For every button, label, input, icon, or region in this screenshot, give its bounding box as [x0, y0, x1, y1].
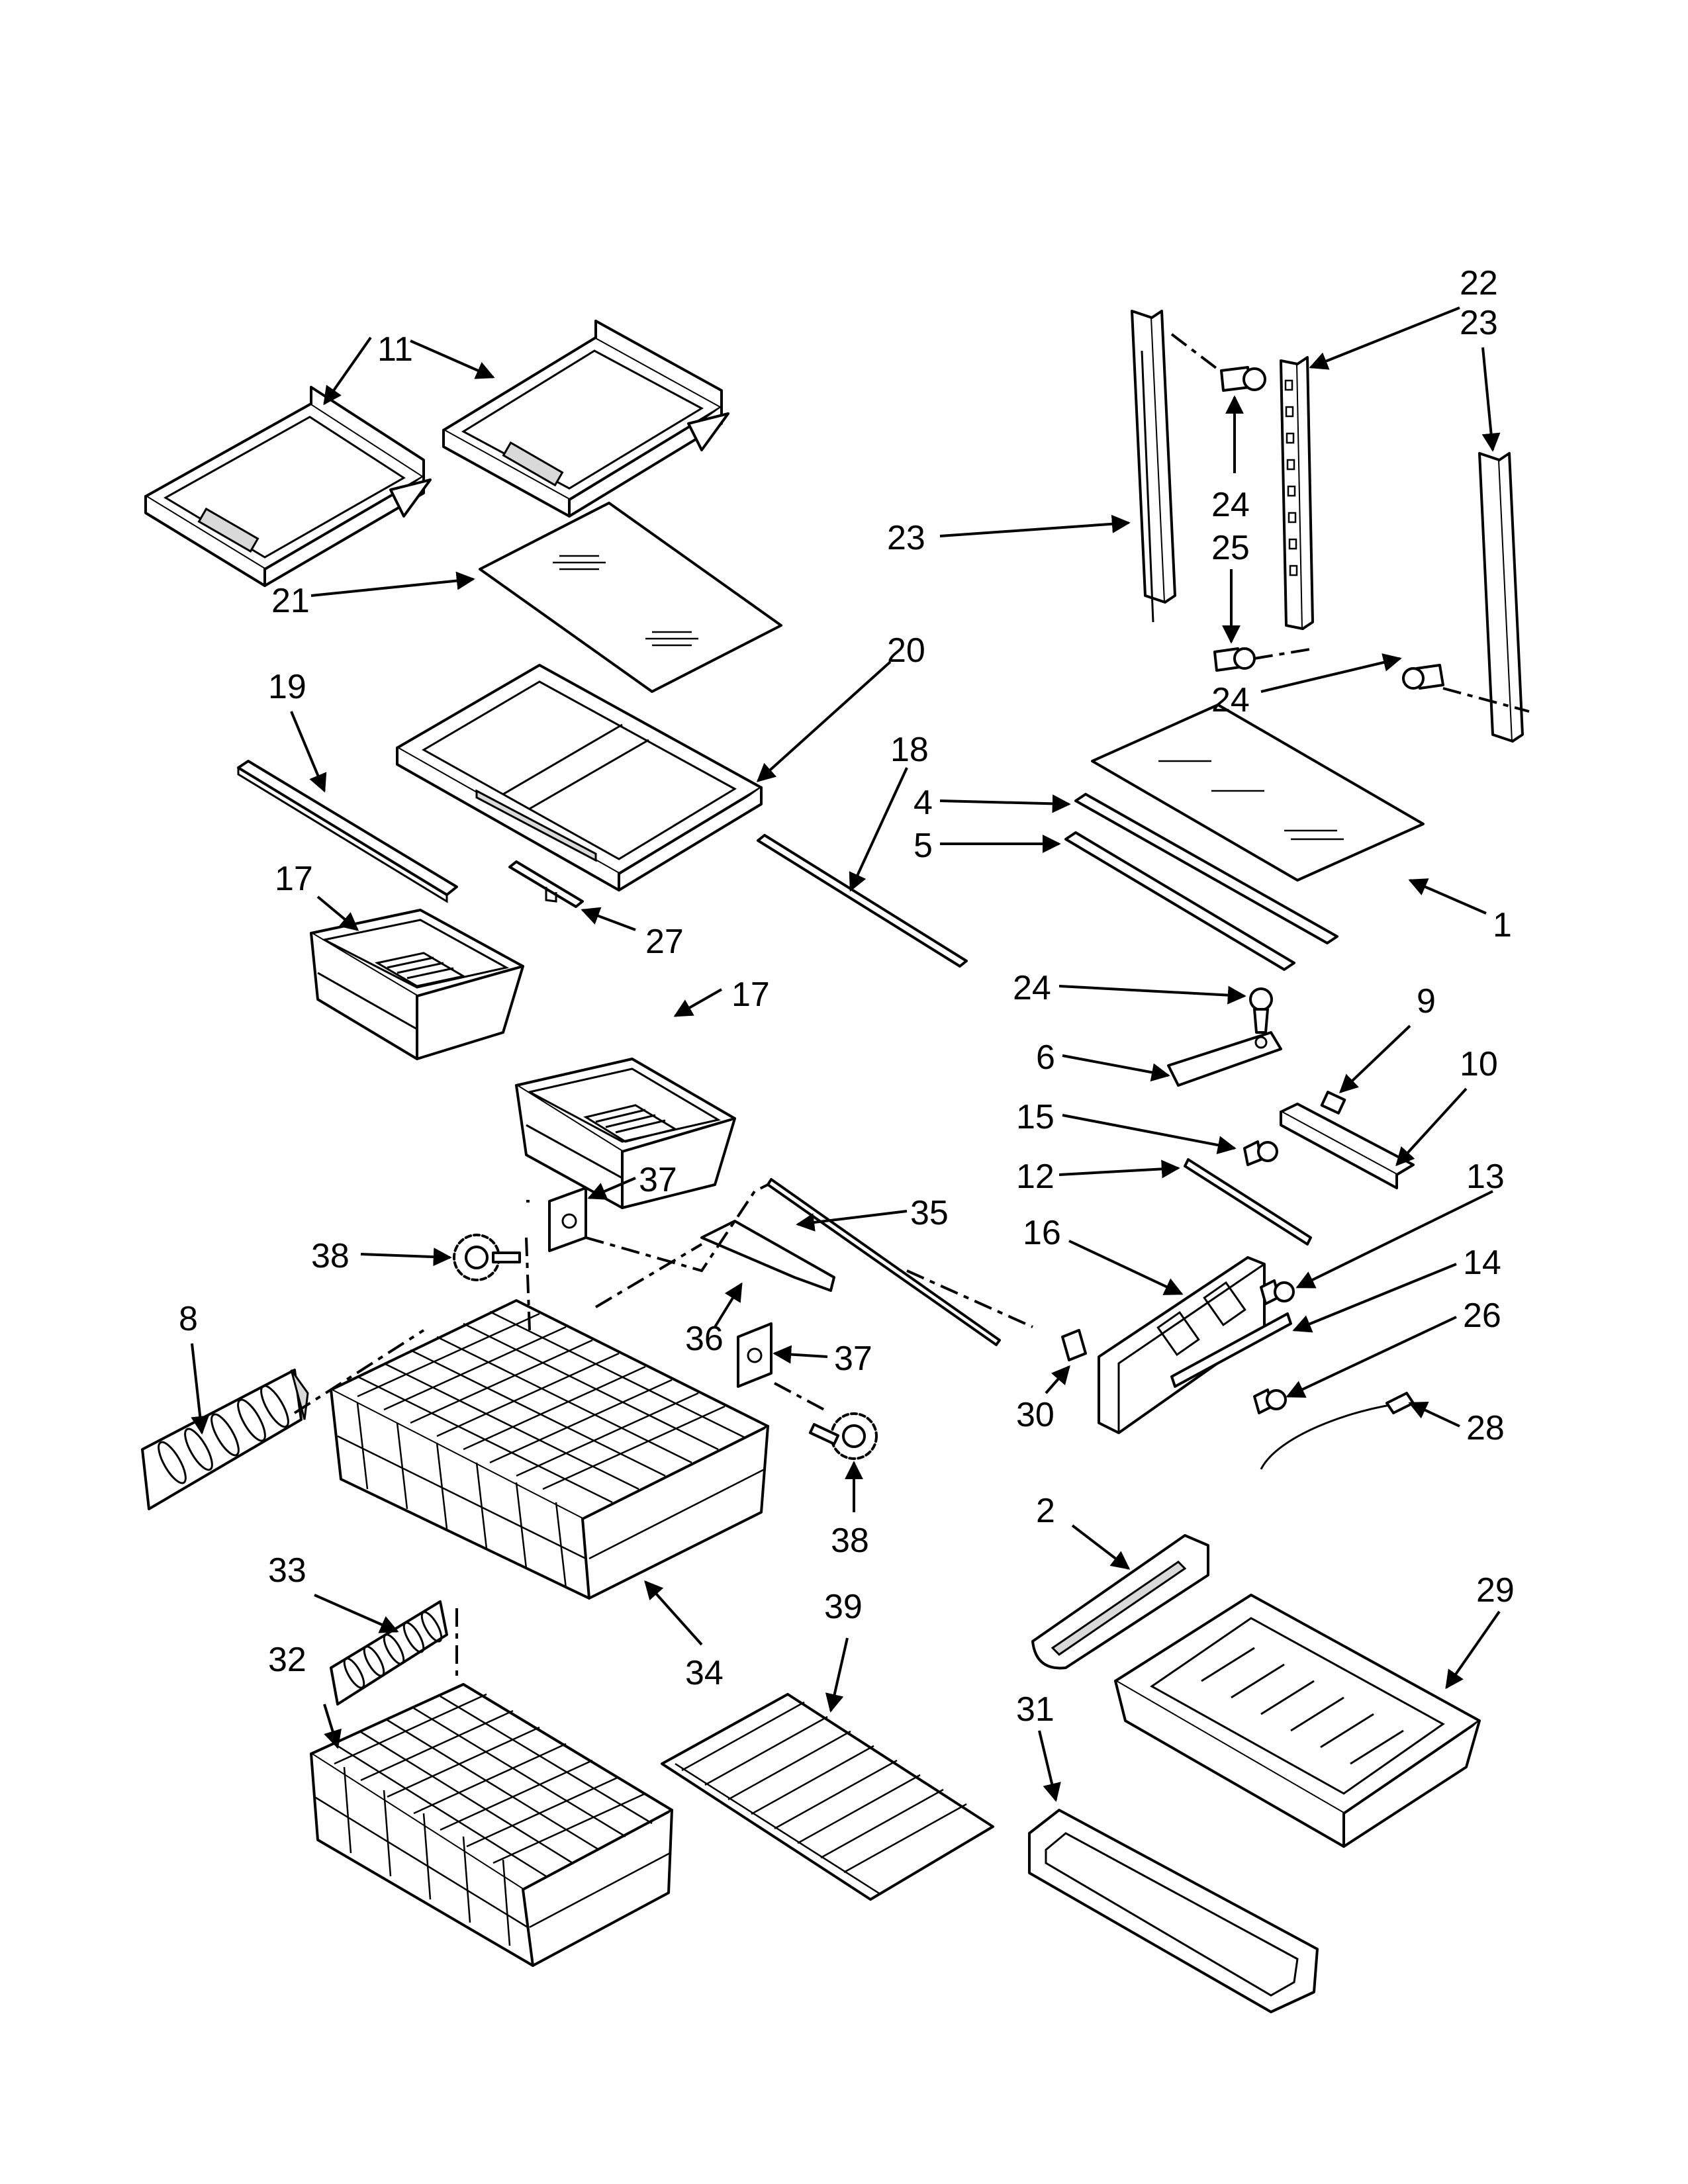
part-33-basket-end-panel — [330, 1600, 448, 1706]
callout-24: 24 — [1211, 486, 1250, 524]
part-34-freezer-basket-upper — [330, 1299, 769, 1600]
callout-labels: 11 22 23 23 24 25 24 21 20 19 18 4 5 1 1… — [179, 264, 1515, 1729]
part-20-crisper-cover-frame — [396, 664, 763, 891]
part-36-arm — [700, 1220, 835, 1292]
callout-9: 9 — [1417, 982, 1436, 1021]
part-8-basket-end-panel — [141, 1369, 309, 1510]
part-23-shelf-standard-right — [1478, 452, 1524, 743]
callout-16: 16 — [1023, 1214, 1061, 1252]
callout-21: 21 — [271, 582, 310, 620]
part-24-screw-center — [1249, 987, 1273, 1034]
callout-5: 5 — [914, 827, 933, 865]
callout-25: 25 — [1211, 529, 1250, 567]
part-22-shelf-standard-slotted — [1280, 356, 1314, 630]
callout-24: 24 — [1211, 681, 1250, 719]
callout-17: 17 — [275, 860, 313, 898]
part-29-freezer-pan — [1114, 1594, 1481, 1848]
part-4-trim — [1074, 793, 1338, 944]
callout-33: 33 — [268, 1551, 306, 1590]
callout-26: 26 — [1463, 1297, 1501, 1335]
part-25-screw — [1213, 647, 1256, 672]
callout-37: 37 — [639, 1161, 677, 1199]
callout-37: 37 — [834, 1340, 872, 1378]
part-32-freezer-basket-lower — [310, 1683, 673, 1967]
callout-27: 27 — [645, 923, 684, 961]
part-9-clip — [1320, 1091, 1346, 1115]
part-19-rail — [237, 760, 458, 903]
callout-18: 18 — [890, 731, 929, 769]
callout-4: 4 — [914, 784, 933, 822]
callout-38: 38 — [311, 1237, 350, 1275]
callout-2: 2 — [1036, 1492, 1055, 1530]
assembly-dashed-lines — [293, 333, 1530, 1681]
callout-23: 23 — [1460, 304, 1498, 342]
part-12-slide-wire — [1184, 1158, 1312, 1246]
callout-30: 30 — [1016, 1396, 1055, 1434]
part-13-screw — [1260, 1279, 1295, 1305]
part-37-bracket-top — [548, 1187, 587, 1252]
part-38-gear-right — [808, 1412, 878, 1460]
callout-11: 11 — [377, 330, 413, 369]
callout-6: 6 — [1036, 1038, 1055, 1077]
part-18-rail — [757, 834, 968, 968]
callout-32: 32 — [268, 1641, 306, 1679]
callout-8: 8 — [179, 1300, 198, 1338]
callout-1: 1 — [1493, 906, 1512, 944]
part-27-clip — [508, 860, 584, 908]
callout-39: 39 — [824, 1588, 863, 1626]
part-1-glass-shelf — [1091, 704, 1425, 882]
part-30-tab — [1061, 1329, 1087, 1361]
part-39-wire-shelf — [661, 1693, 994, 1901]
part-38-gear-left — [453, 1234, 521, 1281]
part-5-trim — [1064, 831, 1295, 971]
part-14-slide-rail — [1170, 1312, 1292, 1388]
part-31-trim-panel — [1028, 1809, 1319, 2013]
part-17-crisper-drawer-right — [515, 1058, 736, 1209]
callout-20: 20 — [887, 631, 925, 670]
callout-34: 34 — [685, 1654, 724, 1692]
part-26-screw — [1253, 1388, 1287, 1414]
callout-22: 22 — [1460, 264, 1498, 302]
callout-14: 14 — [1463, 1244, 1501, 1282]
callout-19: 19 — [268, 668, 306, 706]
part-24-screw-top — [1220, 366, 1266, 392]
part-11-shelf-frame-left — [144, 386, 432, 587]
part-11-shelf-frame-right — [442, 320, 729, 518]
callout-35: 35 — [910, 1194, 949, 1232]
callout-28: 28 — [1466, 1409, 1505, 1447]
callout-29: 29 — [1476, 1571, 1515, 1610]
callout-13: 13 — [1466, 1158, 1505, 1196]
part-23-shelf-standard-left — [1131, 310, 1176, 623]
part-24-screw-right — [1402, 664, 1444, 690]
leader-arrows — [191, 306, 1501, 1802]
callout-36: 36 — [685, 1320, 724, 1358]
part-10-slide-rail — [1280, 1103, 1415, 1189]
callout-15: 15 — [1016, 1098, 1055, 1136]
callout-10: 10 — [1460, 1045, 1498, 1083]
callout-24: 24 — [1013, 969, 1051, 1007]
part-37-bracket-bottom — [737, 1322, 773, 1388]
part-15-screw — [1243, 1140, 1278, 1166]
callout-17: 17 — [731, 976, 770, 1014]
part-17-crisper-drawer-left — [310, 909, 524, 1060]
callout-12: 12 — [1016, 1158, 1055, 1196]
callout-31: 31 — [1016, 1690, 1055, 1729]
part-21-glass-shelf — [479, 502, 782, 693]
part-6-bracket — [1167, 1031, 1282, 1087]
part-2-trim — [1031, 1534, 1209, 1670]
callout-23: 23 — [887, 519, 925, 557]
callout-38: 38 — [831, 1522, 869, 1560]
